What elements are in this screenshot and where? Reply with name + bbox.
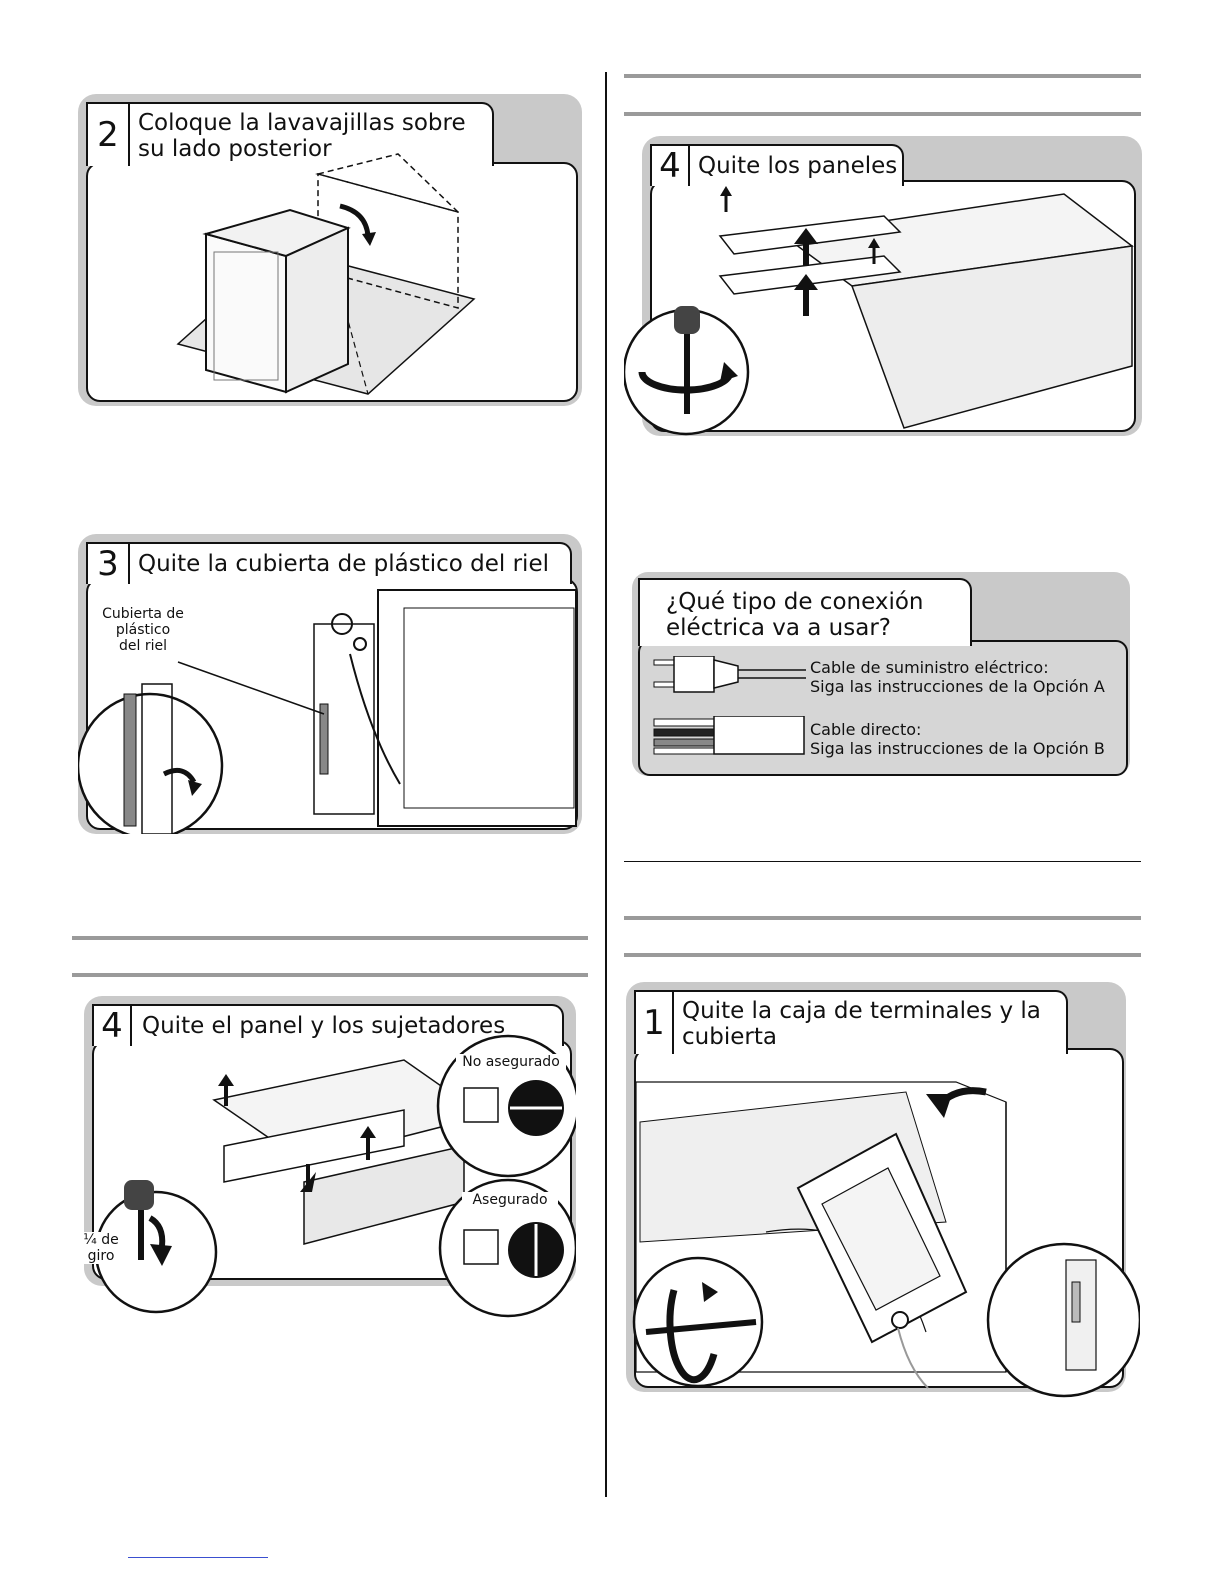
section-rule xyxy=(72,936,588,940)
step-number: 3 xyxy=(88,544,130,584)
step-title: Quite la caja de terminales y la cubiert… xyxy=(682,998,1041,1050)
label-quarter-turn: ¼ de giro xyxy=(78,1232,124,1264)
section-rule xyxy=(624,861,1141,862)
step-4-right-panel: 4 Quite los paneles xyxy=(624,136,1142,444)
label-asegurado: Asegurado xyxy=(462,1192,558,1208)
dishwasher-tilt-illustration xyxy=(176,153,476,395)
column-divider xyxy=(605,72,607,1497)
panel-fastener-illustration xyxy=(94,1034,576,1318)
direct-wire-icon xyxy=(653,716,805,755)
step-number: 4 xyxy=(94,1006,132,1046)
connection-box-tab xyxy=(638,578,972,646)
section-rule xyxy=(624,916,1141,920)
section-rule xyxy=(624,953,1141,957)
panels-removal-illustration xyxy=(624,186,1134,436)
step-number: 4 xyxy=(652,146,690,186)
step-4-left-panel: 4 Quite el panel y los sujetadores No as… xyxy=(78,996,576,1318)
label-no-asegurado: No asegurado xyxy=(456,1054,566,1070)
step-title: Quite la cubierta de plástico del riel xyxy=(138,551,549,577)
step-number: 2 xyxy=(88,104,130,166)
step-number: 1 xyxy=(636,992,674,1054)
step-3-panel: 3 Quite la cubierta de plástico del riel… xyxy=(78,534,582,834)
step-title: Quite el panel y los sujetadores xyxy=(142,1013,506,1039)
plug-icon xyxy=(653,656,806,693)
footer-link-underline xyxy=(128,1557,268,1558)
connection-title: ¿Qué tipo de conexión eléctrica va a usa… xyxy=(666,589,924,641)
step-title: Coloque la lavavajillas sobre su lado po… xyxy=(138,110,466,162)
rail-cover-illustration xyxy=(78,589,577,834)
option-a-text: Cable de suministro eléctrico: Siga las … xyxy=(810,658,1105,696)
option-b-text: Cable directo: Siga las instrucciones de… xyxy=(810,720,1105,758)
step-1-panel: 1 Quite la caja de terminales y la cubie… xyxy=(626,982,1140,1402)
rail-cover-callout: Cubierta de plástico del riel xyxy=(102,606,184,654)
section-rule xyxy=(624,112,1141,116)
step-title: Quite los paneles xyxy=(698,153,898,179)
step-2-panel: 2 Coloque la lavavajillas sobre su lado … xyxy=(78,94,582,406)
section-rule xyxy=(72,973,588,977)
section-rule xyxy=(624,74,1141,78)
terminal-box-illustration xyxy=(632,1081,1140,1398)
